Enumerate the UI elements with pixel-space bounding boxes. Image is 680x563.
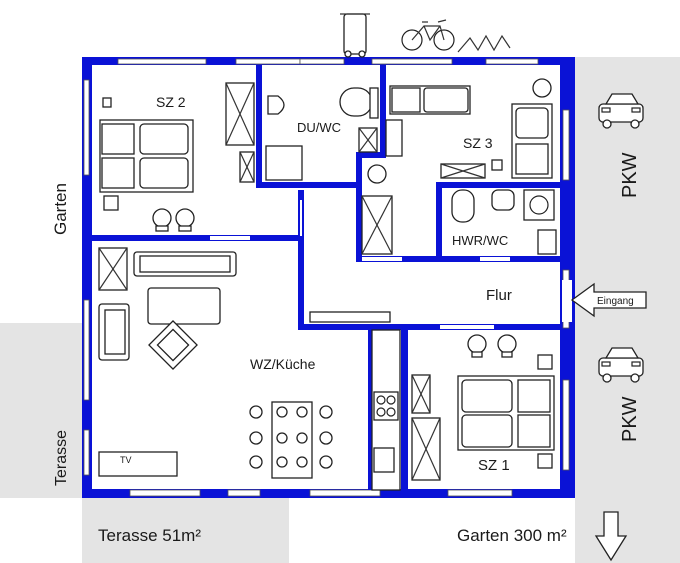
flur-furniture xyxy=(309,311,391,323)
terasse-area xyxy=(82,497,289,563)
car-icon xyxy=(598,93,644,129)
tv-label: TV xyxy=(120,455,132,465)
room-label-sz1: SZ 1 xyxy=(478,457,510,474)
hwrwc-furniture xyxy=(451,189,557,255)
door-gaps xyxy=(210,200,572,329)
trash-bin-icon xyxy=(340,13,370,58)
pkw-bottom-label: PKW xyxy=(619,396,641,442)
wz-furniture xyxy=(98,247,401,491)
terasse-left-label: Terasse xyxy=(53,430,70,486)
garten-left-label: Garten xyxy=(51,183,70,235)
room-label-sz2: SZ 2 xyxy=(156,94,186,110)
terasse-area-label: Terasse 51m² xyxy=(98,526,201,545)
room-label-sz3: SZ 3 xyxy=(463,135,493,151)
zigzag-decoration xyxy=(457,34,511,53)
room-label-hwrwc: HWR/WC xyxy=(452,233,508,248)
arrow-left-icon xyxy=(570,282,647,318)
arrow-down-icon xyxy=(594,511,628,562)
garten-area-label: Garten 300 m² xyxy=(457,526,567,545)
sz1-furniture xyxy=(411,334,555,481)
sz3-furniture xyxy=(361,78,553,255)
bicycle-icon xyxy=(401,19,455,51)
room-label-wz: WZ/Küche xyxy=(250,356,316,372)
room-label-duwc: DU/WC xyxy=(297,120,341,135)
eingang-label: Eingang xyxy=(597,296,634,307)
sz2-furniture xyxy=(99,82,255,232)
room-label-flur: Flur xyxy=(486,287,512,304)
terasse-zone xyxy=(0,323,82,498)
car-icon xyxy=(598,347,644,383)
duwc-furniture xyxy=(265,87,379,181)
interior-walls xyxy=(92,65,560,490)
pkw-top-label: PKW xyxy=(619,152,641,198)
dining-chairs xyxy=(249,405,333,469)
